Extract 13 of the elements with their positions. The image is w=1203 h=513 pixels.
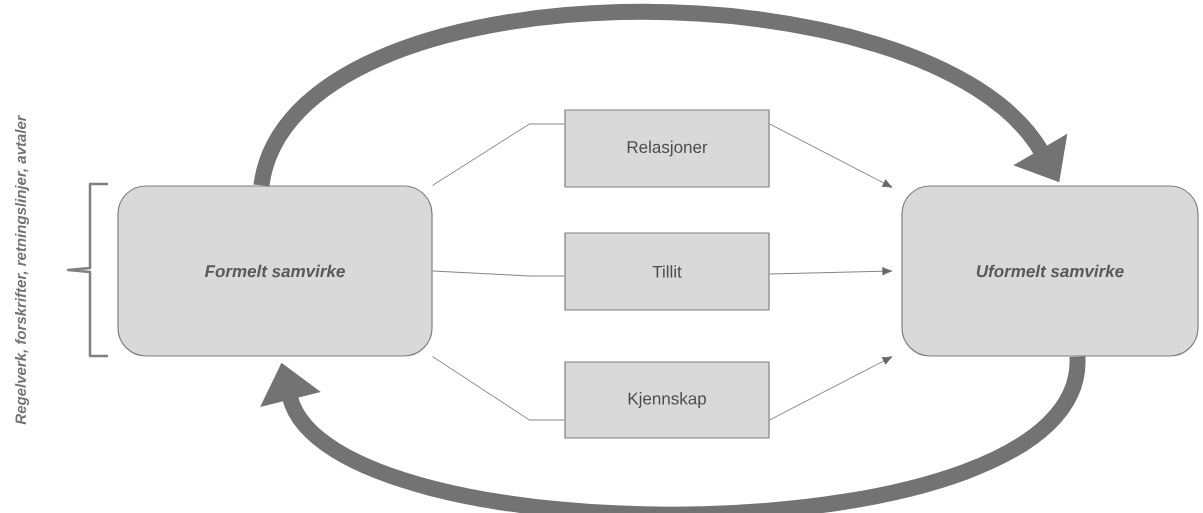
arrow <box>769 267 893 276</box>
side-label: Regelverk, forskrifter, retningslinjer, avtaler <box>15 114 29 425</box>
arrow <box>769 123 893 188</box>
rounded-box: Formelt samvirke <box>117 185 433 357</box>
curved-arrow <box>260 354 1086 513</box>
rounded-box: Uformelt samvirke <box>901 185 1199 357</box>
process-box: Relasjoner <box>564 109 770 188</box>
process-box: Kjennskap <box>564 361 770 439</box>
connector-line <box>432 123 565 186</box>
process-box: Tillit <box>564 232 770 311</box>
connector-line <box>432 270 565 277</box>
arrow <box>769 356 893 421</box>
connector-line <box>432 356 565 421</box>
